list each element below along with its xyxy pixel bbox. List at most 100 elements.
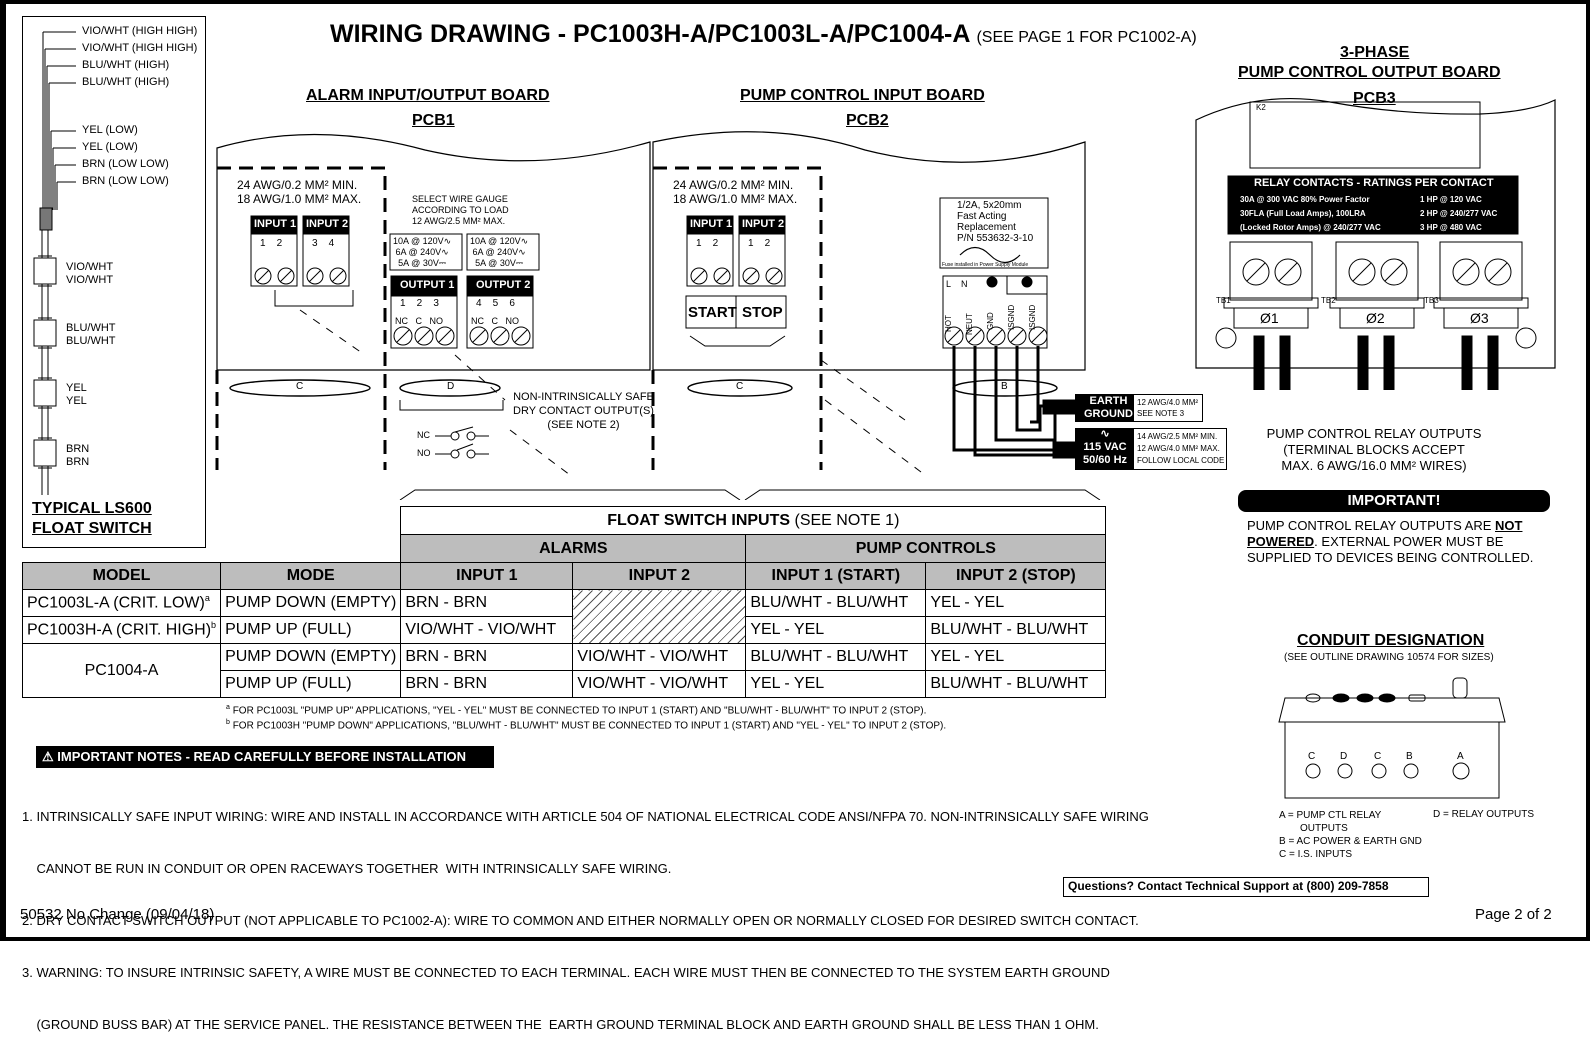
pump-input2-cell: BLU/WHT - BLU/WHT xyxy=(925,670,1107,698)
conduit-title: CONDUIT DESIGNATION xyxy=(1297,632,1485,649)
model-cell: PC1003L-A (CRIT. LOW)a xyxy=(21,589,222,617)
start-label: START xyxy=(688,304,737,321)
float-switch-caption: TYPICAL LS600 xyxy=(32,500,152,517)
pump-input2-cell: YEL - YEL xyxy=(925,589,1107,617)
mode-cell: PUMP UP (FULL) xyxy=(220,670,402,698)
pump-input1-cell: BLU/WHT - BLU/WHT xyxy=(745,589,927,617)
earth-note-box xyxy=(1133,394,1203,422)
k2-label: K2 xyxy=(1256,103,1266,112)
alarm-input1-cell: BRN - BRN xyxy=(400,643,574,671)
wire-label: VIO/WHT (HIGH HIGH) xyxy=(82,42,198,54)
output1-rating: 10A @ 120V∿6A @ 240V∿5A @ 30V⎓ xyxy=(393,236,452,268)
pcb1-input2-label: INPUT 2 xyxy=(306,218,349,230)
note-line: (GROUND BUSS BAR) AT THE SERVICE PANEL. … xyxy=(22,1017,1099,1032)
important-text: PUMP CONTROL RELAY OUTPUTS ARE NOT POWER… xyxy=(1247,518,1534,565)
support-box xyxy=(1063,877,1429,897)
alarm-input2-cell: VIO/WHT - VIO/WHT xyxy=(572,643,747,671)
mode-cell: PUMP DOWN (EMPTY) xyxy=(220,589,402,617)
tb3-label: TB3 xyxy=(1424,296,1439,305)
output2-rating: 10A @ 120V∿6A @ 240V∿5A @ 30V⎓ xyxy=(470,236,529,268)
note-line: CANNOT BE RUN IN CONDUIT OR OPEN RACEWAY… xyxy=(22,861,672,876)
not-applicable-cell xyxy=(572,589,747,644)
gnd-label: GND xyxy=(986,312,995,330)
pump-input1-cell: BLU/WHT - BLU/WHT xyxy=(745,643,927,671)
conduit-letter: C xyxy=(1374,751,1382,762)
pcb2-input1-label: INPUT 1 xyxy=(690,218,733,230)
contact-labels: NC C NO xyxy=(395,316,444,326)
float-switch-drawing xyxy=(33,31,76,495)
terminal-number: 1 2 3 xyxy=(400,298,439,309)
line-neutral-labels: L N xyxy=(946,279,968,289)
pcb2-gauge: 24 AWG/0.2 MM² MIN.18 AWG/1.0 MM² MAX. xyxy=(673,178,798,206)
conduit-c-label: C xyxy=(296,381,304,392)
wire-label: BLU/WHT (HIGH) xyxy=(82,59,170,71)
float-switch-caption: FLOAT SWITCH xyxy=(32,520,152,537)
tb1-label: TB1 xyxy=(1216,296,1231,305)
conduit-d-label: D xyxy=(447,381,455,392)
conduit-letter: C xyxy=(1308,751,1316,762)
nc-contact-label: NC xyxy=(417,430,430,440)
ac-power-tag xyxy=(1075,428,1133,470)
contact-labels: NC C NO xyxy=(471,316,520,326)
wire-label: YEL (LOW) xyxy=(82,124,138,136)
conduit-letter: D xyxy=(1340,751,1348,762)
terminal-number: 1 2 xyxy=(748,238,771,249)
ac-note: 14 AWG/2.5 MM² MIN.12 AWG/4.0 MM² MAX.FO… xyxy=(1137,432,1225,465)
hot-label: HOT xyxy=(944,315,953,332)
earth-ground-tag xyxy=(1075,394,1133,422)
terminal-number: 1 2 xyxy=(260,238,283,249)
pcb1-title: ALARM INPUT/OUTPUT BOARD xyxy=(306,87,550,104)
conduit-legend: A = PUMP CTL RELAY OUTPUTS B = AC POWER … xyxy=(1279,810,1422,860)
page-border xyxy=(0,0,1590,941)
pcb2-name: PCB2 xyxy=(846,112,889,129)
footnote-a: a FOR PC1003L "PUMP UP" APPLICATIONS, "Y… xyxy=(226,704,927,717)
pump-input1-cell: YEL - YEL xyxy=(745,616,927,644)
isgnd-label: ISGND xyxy=(1028,304,1037,330)
drawing-title: WIRING DRAWING - PC1003H-A/PC1003L-A/PC1… xyxy=(330,20,1197,48)
alarm-input1-cell: BRN - BRN xyxy=(400,670,574,698)
pcb1-input1-label: INPUT 1 xyxy=(254,218,297,230)
mode-cell: PUMP UP (FULL) xyxy=(220,616,402,644)
enclosure-drawing xyxy=(1278,677,1506,799)
phase3-label: Ø3 xyxy=(1470,310,1489,326)
footnote-b: b FOR PC1003H "PUMP DOWN" APPLICATIONS, … xyxy=(226,719,947,732)
table-row: PUMP UP (FULL) BRN - BRN VIO/WHT - VIO/W… xyxy=(23,670,1107,698)
output2-label: OUTPUT 2 xyxy=(476,279,531,291)
pcb3-title: 3-PHASE xyxy=(1340,44,1410,61)
conduit-letter: B xyxy=(1406,751,1413,762)
important-banner: IMPORTANT! xyxy=(1238,490,1550,512)
column-header: MODEL xyxy=(21,562,222,590)
alarms-header: ALARMS xyxy=(400,534,747,563)
column-header: INPUT 2 (STOP) xyxy=(925,562,1107,590)
document-number: 50532 No Change (09/04/18) xyxy=(20,906,215,923)
wire-label: YEL (LOW) xyxy=(82,141,138,153)
wire-label: BLU/WHT (HIGH) xyxy=(82,76,170,88)
relay-header: RELAY CONTACTS - RATINGS PER CONTACT xyxy=(1254,177,1494,189)
pump-controls-header: PUMP CONTROLS xyxy=(745,534,1107,563)
pcb2-title: PUMP CONTROL INPUT BOARD xyxy=(740,87,985,104)
float-switch-table: FLOAT SWITCH INPUTS (SEE NOTE 1) ALARMS … xyxy=(21,506,1107,698)
page-number: Page 2 of 2 xyxy=(1475,906,1552,923)
pump-input2-cell: BLU/WHT - BLU/WHT xyxy=(925,616,1107,644)
neut-label: NEUT xyxy=(965,313,974,335)
conduit-c-label: C xyxy=(736,381,744,392)
note-line: 2. DRY CONTACT SWITCH OUTPUT (NOT APPLIC… xyxy=(22,913,1139,928)
notes-banner: ⚠ IMPORTANT NOTES - READ CAREFULLY BEFOR… xyxy=(36,746,494,768)
conduit-b-label: B xyxy=(1001,381,1008,392)
stop-label: STOP xyxy=(742,304,783,321)
board-drawing xyxy=(215,131,1106,500)
fuse-note: Fuse installed in Power Supply Module xyxy=(942,262,1029,268)
pcb1-gauge: 24 AWG/0.2 MM² MIN.18 AWG/1.0 MM² MAX. xyxy=(237,178,362,206)
wire-label: BRN (LOW LOW) xyxy=(82,175,169,187)
pcb1-name: PCB1 xyxy=(412,112,455,129)
conduit-letter: A xyxy=(1457,751,1464,762)
model-cell: PC1003H-A (CRIT. HIGH)b xyxy=(21,616,222,644)
